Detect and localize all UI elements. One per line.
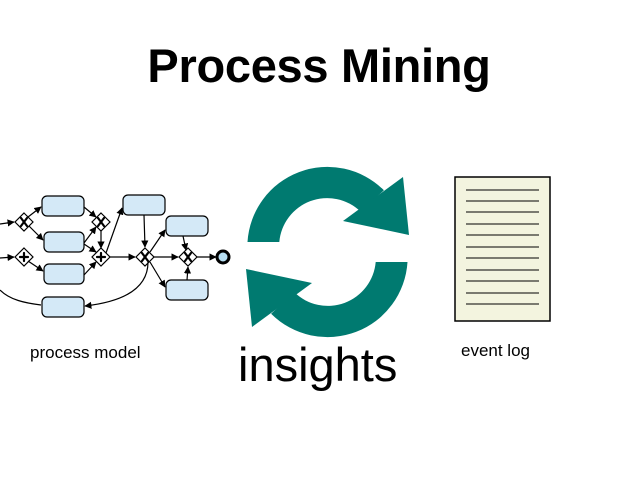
- gateway-marks: [18, 216, 193, 263]
- cycle-arrowhead-right-icon: [343, 177, 409, 235]
- cycle-arc-top-icon: [247, 166, 384, 242]
- log-lines: [466, 189, 539, 305]
- end-event-icon: [215, 249, 231, 265]
- cycle-arc-bottom-icon: [271, 262, 408, 338]
- slide-title: Process Mining: [147, 39, 491, 92]
- cycle-arrowhead-left-icon: [246, 269, 312, 327]
- activity-box: [165, 215, 209, 237]
- log-paper: [454, 176, 551, 322]
- process-model-label: process model: [30, 343, 141, 362]
- activity-box: [41, 195, 85, 217]
- insights-label: insights: [238, 338, 398, 391]
- activity-boxes: [41, 194, 209, 318]
- event-log-label: event log: [461, 341, 530, 360]
- activity-box: [43, 263, 85, 285]
- flow-arrows: [0, 206, 217, 309]
- activity-box: [41, 296, 85, 318]
